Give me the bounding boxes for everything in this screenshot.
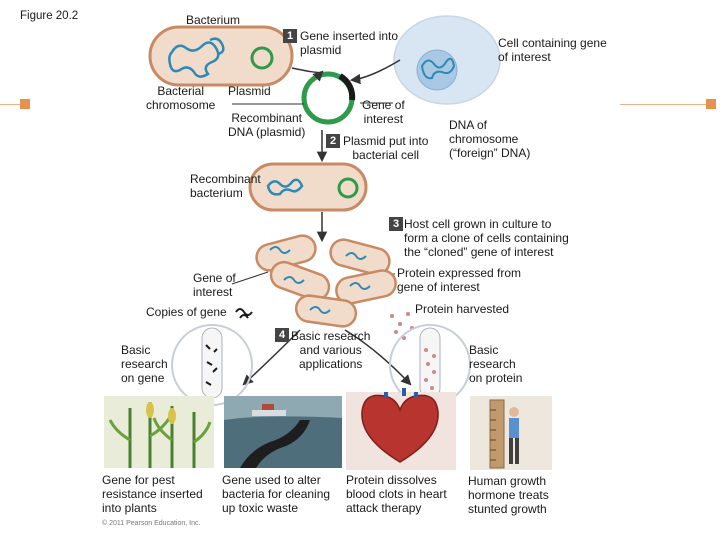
label-copies-of-gene: Copies of gene: [146, 305, 227, 319]
arrow-icon: [349, 59, 401, 85]
label-gene-inserted: Gene inserted into plasmid: [300, 29, 399, 57]
corn-plant-icon: [104, 396, 214, 468]
arrow-icon: [291, 67, 324, 82]
plasmid-icon: [250, 46, 274, 70]
label-basic-research-on-protein: Basic research on protein: [469, 343, 523, 385]
foreign-cell-illustration: [393, 15, 501, 105]
cloned-bacteria-illustration: [255, 234, 397, 328]
label-gene-pest-resistance: Gene for pest resistance inserted into p…: [102, 473, 203, 515]
bacterium-illustration: [148, 25, 294, 87]
oil-spill-icon: [224, 396, 342, 468]
label-dna-of-chromosome: DNA of chromosome (“foreign” DNA): [449, 118, 531, 160]
decor-line-right: [620, 104, 706, 105]
step-3-badge: 3: [389, 217, 403, 231]
label-cell-containing-gene: Cell containing gene of interest: [498, 36, 607, 64]
label-bacterial-chromosome: Bacterial chromosome: [146, 84, 216, 112]
label-basic-research-applications: Basic research and various applications: [291, 329, 371, 371]
figure-label: Figure 20.2: [20, 10, 79, 22]
step-4-badge: 4: [275, 328, 289, 342]
recombinant-plasmid-illustration: [301, 71, 356, 125]
heart-icon: [346, 388, 456, 470]
label-plasmid-put-into-cell: Plasmid put into bacterial cell: [343, 134, 429, 162]
label-gene-of-interest-mid: Gene of interest: [193, 271, 236, 299]
label-protein-expressed: Protein expressed from gene of interest: [397, 266, 522, 294]
label-protein-harvested: Protein harvested: [415, 302, 510, 316]
copyright-notice: © 2011 Pearson Education, Inc.: [102, 520, 201, 527]
decor-box-right: [706, 99, 716, 109]
label-plasmid: Plasmid: [228, 84, 271, 98]
recombinant-bacterium-illustration: [248, 162, 368, 212]
label-protein-dissolves-clots: Protein dissolves blood clots in heart a…: [346, 473, 447, 515]
decor-line-left: [0, 104, 20, 105]
label-host-cell-grown: Host cell grown in culture to form a clo…: [404, 217, 569, 259]
label-basic-research-on-gene: Basic research on gene: [121, 343, 168, 385]
step-2-badge: 2: [326, 134, 340, 148]
arrow-icon: [344, 329, 412, 386]
gene-copies-icon: [235, 308, 253, 319]
label-recombinant-dna: Recombinant DNA (plasmid): [228, 111, 306, 139]
label-gene-of-interest-top: Gene of interest: [362, 98, 405, 126]
label-recombinant-bacterium: Recombinant bacterium: [190, 172, 261, 200]
label-gene-bacteria-cleaning: Gene used to alter bacteria for cleaning…: [222, 473, 331, 515]
growth-chart-icon: [470, 396, 552, 470]
label-bacterium: Bacterium: [186, 13, 241, 27]
test-tube-icon: [171, 324, 253, 406]
label-human-growth-hormone: Human growth hormone treats stunted grow…: [468, 474, 549, 516]
step-1-badge: 1: [283, 29, 297, 43]
decor-box-left: [20, 99, 30, 109]
